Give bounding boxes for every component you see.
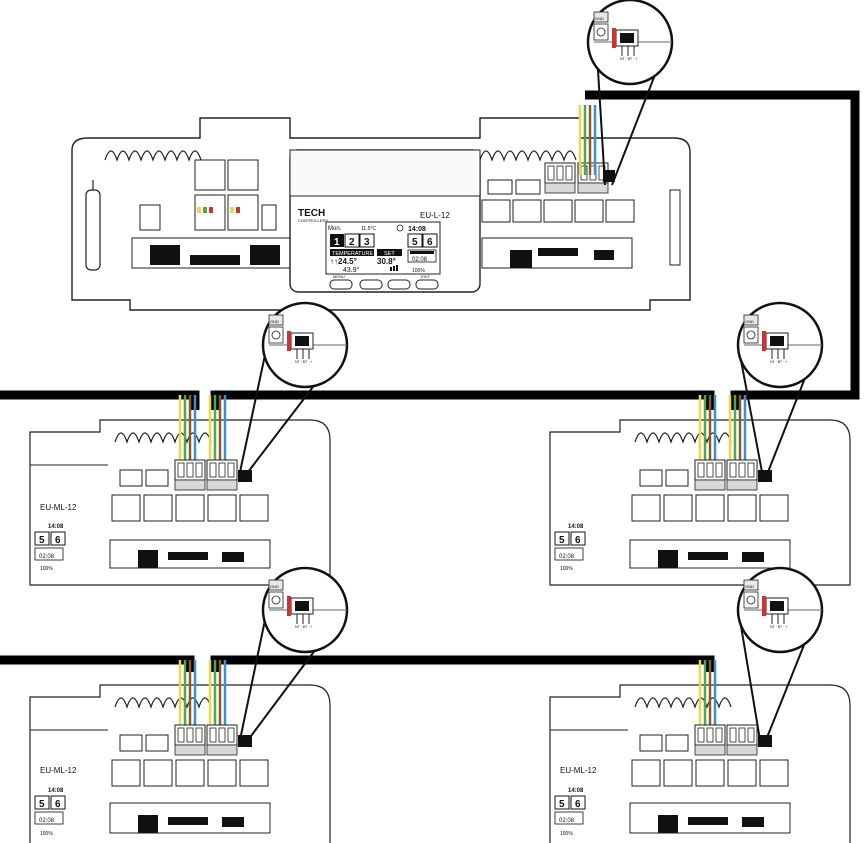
- module-2: 14:08 5 6 02:08 100%: [549, 393, 851, 586]
- set-temp: 30.8°: [377, 257, 396, 266]
- lcd-day: Mon.: [328, 226, 342, 232]
- exit-button[interactable]: [415, 279, 439, 290]
- pin-label: NT · BT · +: [620, 57, 637, 61]
- set-label: SET: [384, 251, 395, 257]
- zoom-detail-main: GND NT · BT · +: [586, 0, 674, 86]
- pin-label: NT · BT · +: [295, 360, 312, 364]
- zoom-detail-module-1: GND NT · BT · +: [261, 301, 349, 389]
- module-1-set-time: 02:08: [39, 554, 55, 560]
- module-3: EU-ML-12 14:08 5 6 02:08 100%: [29, 658, 331, 843]
- module-4-time: 14:08: [568, 788, 584, 794]
- zone-3: 3: [364, 237, 370, 248]
- menu-label: MENU: [333, 274, 345, 279]
- clock-icon: [396, 224, 404, 232]
- left-terminal-bank: [139, 159, 277, 231]
- battery-level: 100%: [412, 268, 425, 274]
- module-2-zone-6: 6: [575, 535, 581, 546]
- model-label: EU-L-12: [420, 211, 450, 220]
- module-4: EU-ML-12 14:08 5 6 02:08 100%: [549, 658, 851, 843]
- module-1-battery: 100%: [40, 566, 53, 572]
- pin-label: NT · BT · +: [770, 625, 787, 629]
- humidity: 43.9°: [343, 266, 360, 274]
- module-3-zone-5: 5: [39, 799, 45, 810]
- module-3-set-time: 02:08: [39, 818, 55, 824]
- module-3-battery: 100%: [40, 831, 53, 837]
- module-1-time: 14:08: [48, 524, 64, 530]
- zone-2: 2: [349, 237, 355, 248]
- display-unit: TECH CONTROLLERS EU-L-12 Mon. 11.5°C 14:…: [289, 149, 481, 293]
- gnd-label: GND: [745, 584, 754, 589]
- brand-logo: TECH: [298, 208, 325, 219]
- module-1-zone-6: 6: [55, 535, 61, 546]
- down-button[interactable]: [387, 279, 411, 290]
- module-3-model: EU-ML-12: [40, 766, 77, 775]
- gnd-label: GND: [270, 319, 279, 324]
- set-time: 02:08: [412, 257, 428, 263]
- exit-label: EXIT: [421, 274, 430, 279]
- module-2-set-time: 02:08: [559, 554, 575, 560]
- menu-button[interactable]: [329, 279, 353, 290]
- brand-sub: CONTROLLERS: [298, 218, 328, 223]
- module-3-time: 14:08: [48, 788, 64, 794]
- module-1-zone-5: 5: [39, 535, 45, 546]
- module-4-zone-6: 6: [575, 799, 581, 810]
- module-3-zone-6: 6: [55, 799, 61, 810]
- gnd-label: GND: [270, 584, 279, 589]
- gnd-label: GND: [595, 16, 604, 21]
- lcd-outdoor-temp: 11.5°C: [361, 226, 376, 232]
- current-temp: ↑↑24.5°: [330, 257, 357, 266]
- module-2-zone-5: 5: [559, 535, 565, 546]
- zoom-detail-module-2: GND NT · BT · +: [736, 301, 824, 389]
- right-terminal-bank: [481, 162, 635, 269]
- module-1-model: EU-ML-12: [40, 503, 77, 512]
- module-4-zone-5: 5: [559, 799, 565, 810]
- up-button[interactable]: [359, 279, 383, 290]
- temperature-label: TEMPERATURE: [332, 251, 373, 257]
- zoom-detail-module-4: GND NT · BT · +: [736, 566, 824, 654]
- module-4-set-time: 02:08: [559, 818, 575, 824]
- module-2-time: 14:08: [568, 524, 584, 530]
- module-2-battery: 100%: [560, 566, 573, 572]
- gnd-label: GND: [745, 319, 754, 324]
- zone-1: 1: [334, 237, 340, 248]
- module-4-model: EU-ML-12: [560, 766, 597, 775]
- pin-label: NT · BT · +: [770, 360, 787, 364]
- module-4-battery: 100%: [560, 831, 573, 837]
- lcd-screen: Mon. 11.5°C 14:08 1 2 3 5 6 TEMPERATURE: [325, 221, 441, 275]
- pin-label: NT · BT · +: [295, 625, 312, 629]
- lcd-time: 14:08: [408, 226, 426, 233]
- zoom-detail-module-3: GND NT · BT · +: [261, 566, 349, 654]
- zone-6: 6: [427, 237, 433, 248]
- zone-5: 5: [412, 237, 418, 248]
- main-controller: TECH CONTROLLERS EU-L-12 Mon. 11.5°C 14:…: [71, 103, 691, 311]
